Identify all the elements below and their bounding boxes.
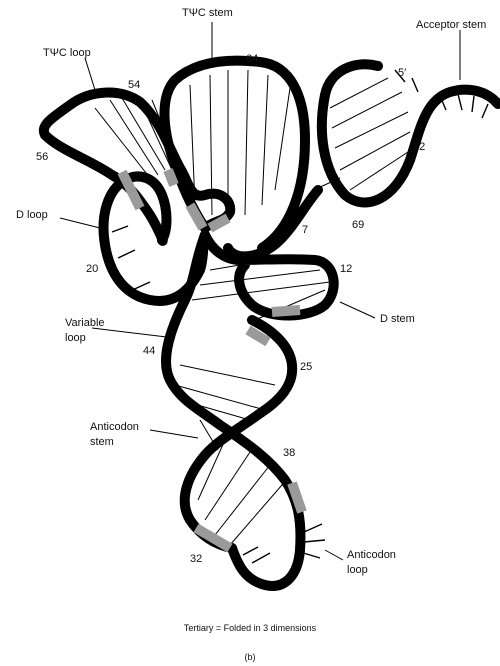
label-tpsic-loop: TΨC loop [43,47,91,59]
residue-25: 25 [300,361,312,373]
label-anticodon-loop-1: Anticodon [347,549,396,561]
residue-64: 64 [246,53,258,65]
label-anticodon-stem-2: stem [90,436,114,448]
panel-label: (b) [245,652,256,662]
residue-38: 38 [283,447,295,459]
residue-69: 69 [352,219,364,231]
residue-72: 72 [413,141,425,153]
label-anticodon-loop-2: loop [347,564,368,576]
residue-20: 20 [86,263,98,275]
label-five-prime: 5′ [398,67,406,79]
label-variable-loop-1: Variable [65,317,105,329]
label-d-stem: D stem [380,313,415,325]
label-anticodon-stem-1: Anticodon [90,421,139,433]
caption: Tertiary = Folded in 3 dimensions [184,623,317,633]
label-acceptor-stem: Acceptor stem [416,19,486,31]
label-variable-loop-2: loop [65,332,86,344]
grey-segments [122,170,302,548]
residue-7: 7 [302,224,308,236]
residue-44: 44 [143,345,155,357]
rna-backbone [44,61,498,586]
residue-12: 12 [340,263,352,275]
label-tpsic-stem: TΨC stem [182,7,233,19]
residue-56: 56 [36,151,48,163]
residue-54: 54 [128,79,140,91]
residue-32: 32 [190,553,202,565]
label-d-loop: D loop [16,209,48,221]
